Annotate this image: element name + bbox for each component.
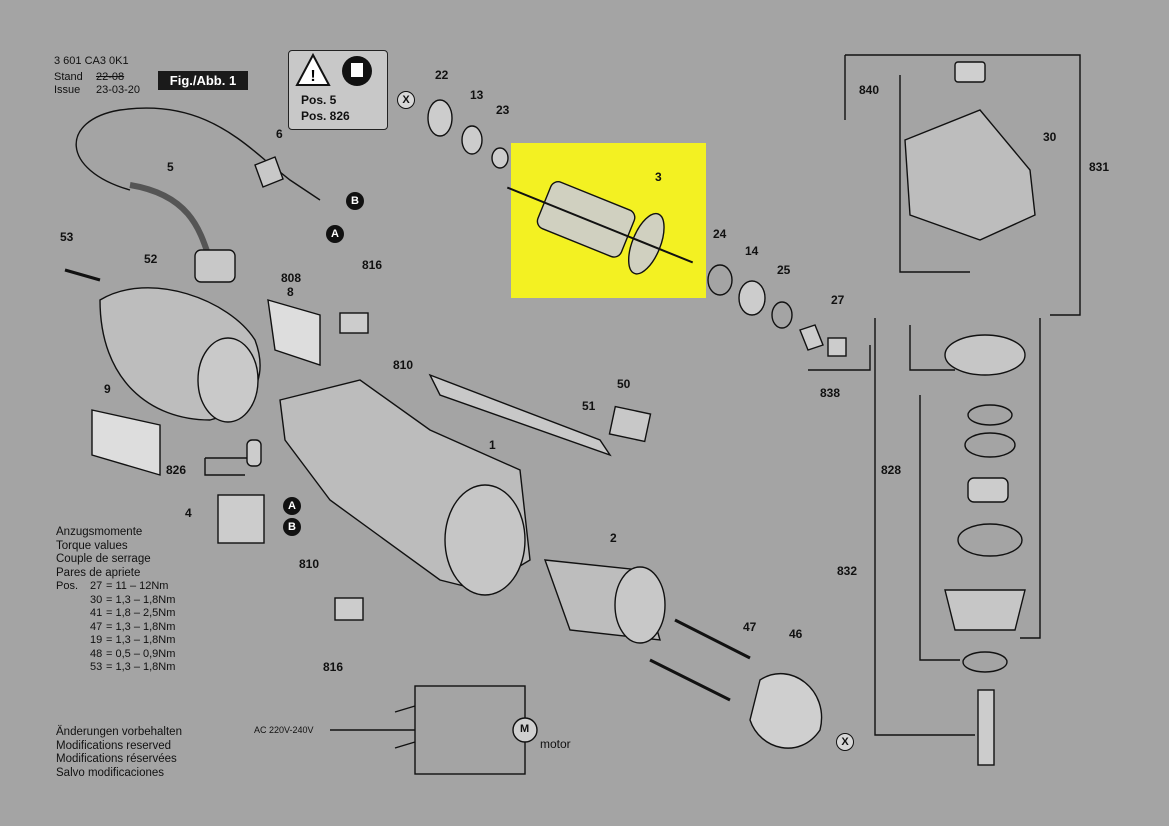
- torque-title-de: Anzugsmomente: [56, 526, 143, 538]
- torque-row-value: = 1,3 – 1,8Nm: [106, 620, 176, 633]
- figure-label: Fig./Abb. 1: [158, 71, 248, 90]
- part-52: 52: [144, 252, 158, 266]
- part-6: 6: [276, 127, 283, 141]
- part-838: 838: [820, 386, 841, 400]
- part-23: 23: [496, 103, 510, 117]
- part-53: 53: [60, 230, 74, 244]
- torque-row-pos: 47: [90, 620, 103, 633]
- torque-row-value: = 1,8 – 2,5Nm: [106, 607, 176, 619]
- part-30: 30: [1043, 130, 1057, 144]
- marker-a-top: A: [326, 225, 344, 243]
- torque-row-pos: 19: [90, 634, 103, 646]
- part-3: 3: [655, 170, 662, 184]
- torque-row-pos: 41: [90, 607, 103, 619]
- marker-x-top: X: [397, 91, 415, 109]
- torque-pos-label: Pos.: [56, 580, 79, 592]
- torque-row-value: = 1,3 – 1,8Nm: [106, 634, 176, 646]
- stand-date: 22-08: [96, 71, 125, 83]
- torque-row-pos: 27: [90, 580, 103, 592]
- note-es: Salvo modificaciones: [56, 766, 165, 779]
- part-810-bottom: 810: [299, 557, 320, 571]
- torque-table: Anzugsmomente Torque values Couple de se…: [56, 526, 175, 680]
- warning-icon: !: [295, 52, 372, 86]
- part-50: 50: [617, 377, 631, 391]
- part-840: 840: [859, 83, 880, 97]
- modifications-notes: Änderungen vorbehalten Modifications res…: [56, 726, 182, 780]
- part-816-bottom: 816: [323, 660, 344, 674]
- part-810-top: 810: [393, 358, 414, 372]
- part-816-top: 816: [362, 258, 383, 272]
- svg-text:!: !: [310, 68, 315, 85]
- motor-label: motor: [540, 737, 571, 751]
- part-9: 9: [104, 382, 111, 396]
- part-831: 831: [1089, 160, 1110, 174]
- torque-row-pos: 30: [90, 593, 103, 606]
- part-22: 22: [435, 68, 449, 82]
- torque-row-pos: 48: [90, 647, 103, 660]
- warning-box: ! Pos. 5 Pos. 826: [288, 50, 388, 130]
- issue-label: Issue: [54, 84, 81, 96]
- part-2: 2: [610, 531, 617, 545]
- model-number: 3 601 CA3 0K1: [54, 55, 129, 67]
- torque-title-es: Pares de apriete: [56, 566, 141, 579]
- part-47: 47: [743, 620, 757, 634]
- circuit-voltage: AC 220V-240V: [254, 725, 314, 735]
- part-5: 5: [167, 160, 174, 174]
- part-826: 826: [166, 463, 187, 477]
- part-4: 4: [185, 506, 192, 520]
- marker-a-bottom: A: [283, 497, 301, 515]
- torque-row-value: = 0,5 – 0,9Nm: [106, 647, 176, 660]
- note-de: Änderungen vorbehalten: [56, 726, 182, 738]
- warning-pos-826: Pos. 826: [301, 109, 350, 123]
- torque-title-fr: Couple de serrage: [56, 553, 151, 565]
- part-832: 832: [837, 564, 858, 578]
- torque-row-pos: 53: [90, 661, 103, 673]
- torque-title-en: Torque values: [56, 539, 128, 552]
- part-13: 13: [470, 88, 484, 102]
- part-14: 14: [745, 244, 759, 258]
- stand-label: Stand: [54, 71, 83, 83]
- part-1: 1: [489, 438, 496, 452]
- marker-b-top: B: [346, 192, 364, 210]
- part-8: 8: [287, 285, 294, 299]
- part-808: 808: [281, 271, 302, 285]
- part-24: 24: [713, 227, 727, 241]
- note-fr: Modifications réservées: [56, 753, 177, 765]
- part-27: 27: [831, 293, 845, 307]
- issue-date: 23-03-20: [96, 84, 141, 96]
- torque-row-value: = 1,3 – 1,8Nm: [106, 661, 176, 673]
- part-828: 828: [881, 463, 902, 477]
- motor-symbol: M: [520, 723, 530, 735]
- part-51: 51: [582, 399, 596, 413]
- marker-b-bottom: B: [283, 518, 301, 536]
- warning-pos-5: Pos. 5: [301, 93, 337, 107]
- part-25: 25: [777, 263, 791, 277]
- marker-x-bottom: X: [836, 733, 854, 751]
- torque-row-value: = 11 – 12Nm: [106, 580, 169, 592]
- part-46: 46: [789, 627, 803, 641]
- torque-row-value: = 1,3 – 1,8Nm: [106, 593, 176, 606]
- note-en: Modifications reserved: [56, 739, 172, 752]
